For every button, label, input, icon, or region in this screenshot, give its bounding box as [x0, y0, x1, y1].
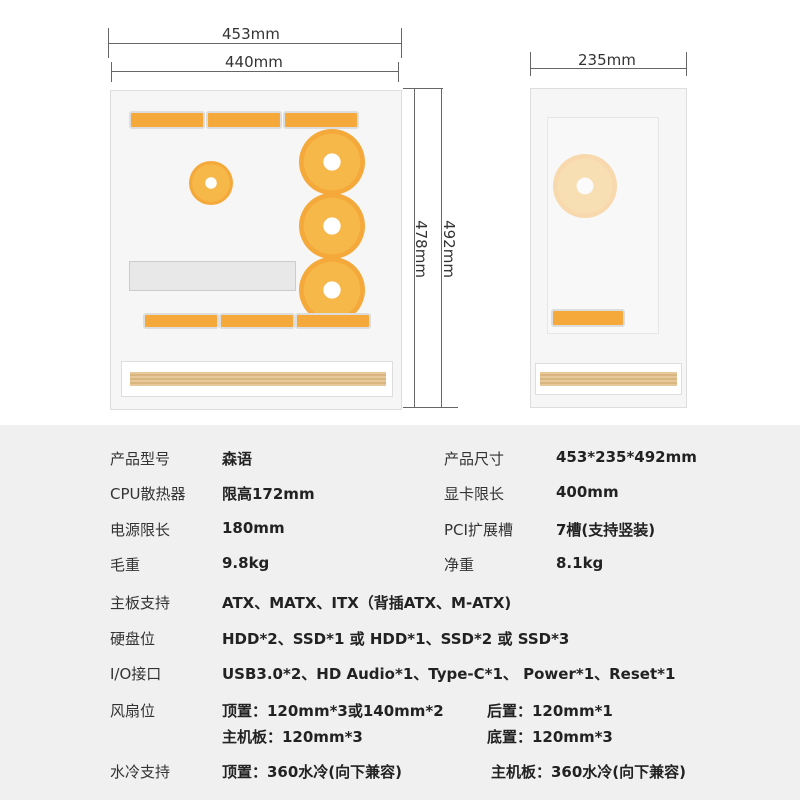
spec-label: I/O接口	[110, 665, 162, 683]
dim-478: 478mm	[411, 220, 430, 278]
spec-label: 产品尺寸	[444, 450, 505, 468]
dim-453: 453mm	[222, 25, 280, 43]
dim-235: 235mm	[578, 51, 636, 69]
spec-label: 电源限长	[110, 521, 171, 539]
spec-value: 主机板：360水冷(向下兼容)	[491, 763, 687, 781]
dim-tick	[403, 88, 443, 89]
graphics-card	[129, 261, 296, 291]
spec-value: 453*235*492mm	[556, 448, 697, 466]
spec-value: 400mm	[556, 483, 619, 501]
spec-value: 180mm	[222, 519, 285, 537]
spec-value: 9.8kg	[222, 554, 270, 572]
spec-label: 毛重	[110, 556, 141, 574]
dim-line-235	[530, 68, 686, 69]
bottom-fan	[143, 313, 219, 329]
dim-line-453	[108, 43, 401, 44]
dim-tick	[686, 52, 687, 76]
top-fan	[129, 111, 205, 129]
dim-tick	[111, 62, 112, 82]
psu-shroud	[535, 363, 682, 395]
spec-value: 8.1kg	[556, 554, 604, 572]
spec-value: 后置：120mm*1	[487, 702, 613, 720]
spec-value: 7槽(支持竖装)	[556, 521, 656, 539]
spec-value: HDD*2、SSD*1 或 HDD*1、SSD*2 或 SSD*3	[222, 630, 570, 648]
side-fan	[299, 257, 365, 323]
dim-tick	[398, 62, 399, 82]
side-fan	[299, 129, 365, 195]
spec-value: 森语	[222, 450, 253, 468]
side-fan	[299, 193, 365, 259]
spec-label: 净重	[444, 556, 475, 574]
spec-label: 产品型号	[110, 450, 171, 468]
dim-line-478	[414, 88, 415, 407]
spec-label: 硬盘位	[110, 630, 156, 648]
spec-value: ATX、MATX、ITX（背插ATX、M-ATX)	[222, 594, 512, 612]
psu-shroud	[121, 361, 393, 397]
spec-label: CPU散热器	[110, 485, 186, 503]
bottom-fan	[551, 309, 625, 327]
dim-tick	[401, 28, 402, 58]
spec-label: PCI扩展槽	[444, 521, 513, 539]
dim-tick	[530, 52, 531, 76]
spec-label: 水冷支持	[110, 763, 171, 781]
spec-value: 限高172mm	[222, 485, 315, 503]
case-front-view	[110, 90, 402, 410]
bottom-fan	[295, 313, 371, 329]
spec-value: 顶置：120mm*3或140mm*2	[222, 702, 444, 720]
spec-value: 顶置：360水冷(向下兼容)	[222, 763, 403, 781]
spec-label: 风扇位	[110, 702, 156, 720]
dim-line-440	[111, 71, 398, 72]
spec-label: 显卡限长	[444, 485, 505, 503]
dim-line-492	[441, 88, 442, 407]
cpu-cooler	[189, 161, 233, 205]
spec-value: 底置：120mm*3	[487, 728, 613, 746]
case-side-view	[530, 88, 687, 408]
dim-492: 492mm	[439, 220, 458, 278]
spec-value: USB3.0*2、HD Audio*1、Type-C*1、 Power*1、Re…	[222, 665, 676, 683]
product-image-area: 453mm 440mm 478mm 492mm 235mm	[108, 25, 687, 410]
bottom-fan	[219, 313, 295, 329]
side-panel	[547, 117, 659, 334]
dim-tick	[403, 407, 458, 408]
spec-value: 主机板：120mm*3	[222, 728, 363, 746]
top-fan	[206, 111, 282, 129]
top-fan	[283, 111, 359, 129]
dim-440: 440mm	[225, 53, 283, 71]
spec-label: 主板支持	[110, 594, 171, 612]
